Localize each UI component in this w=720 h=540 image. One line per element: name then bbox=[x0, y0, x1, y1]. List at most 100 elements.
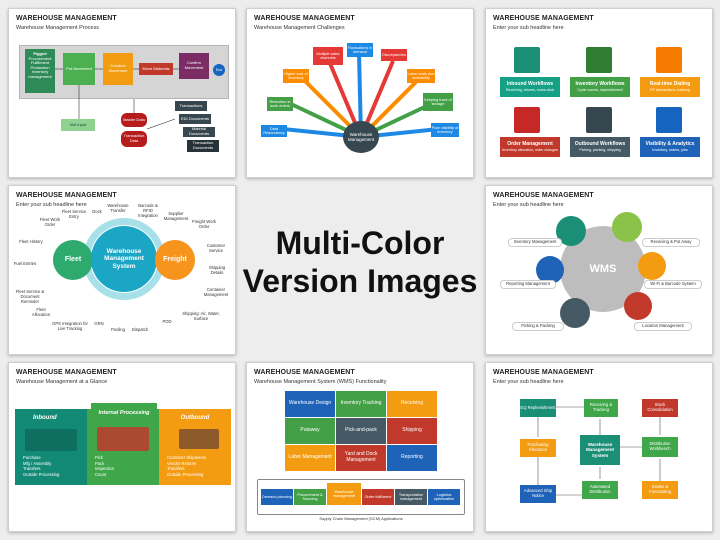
challenge-box: Discrepancies bbox=[381, 49, 407, 61]
thumbnail-wms-wheel[interactable]: WAREHOUSE MANAGEMENT Enter your sub head… bbox=[485, 185, 713, 355]
inventory-icon bbox=[586, 47, 612, 73]
ring-label: Fuel Entries bbox=[13, 261, 37, 266]
ring-label: Shipping: Air, Water, Surface bbox=[182, 311, 220, 321]
card-desc: Inventory allocation, order changes bbox=[502, 147, 558, 152]
thumb-subtitle: Enter your sub headline here bbox=[493, 202, 564, 208]
scm-caption: Supply Chain Management (SCM) Applicatio… bbox=[319, 516, 403, 521]
truck-illustration bbox=[179, 429, 219, 449]
wms-item: Reporting Management bbox=[500, 280, 556, 289]
wms-item: Location Management bbox=[634, 322, 692, 331]
barcode-photo bbox=[638, 252, 666, 280]
wms-item: Receiving & Put Away bbox=[642, 238, 700, 247]
card-desc: Cycle counts, replenishment bbox=[577, 87, 623, 92]
banner-internal: Internal Processing bbox=[91, 403, 157, 423]
ring-label: Dock bbox=[92, 209, 102, 214]
scm-app: Transportation management bbox=[395, 489, 427, 505]
ring-label: GRN bbox=[94, 321, 104, 326]
freight-circle: Freight bbox=[155, 240, 195, 280]
challenge-box: Keeping track of storage bbox=[423, 93, 453, 111]
thumb-subtitle: Enter your sub headline here bbox=[16, 202, 87, 208]
ring-label: GPS Integration for Live Tracking bbox=[52, 321, 88, 331]
flow-node: Kiosks & Forecasting bbox=[642, 481, 678, 499]
analytics-icon bbox=[656, 107, 682, 133]
process-step: Pigged Procurement Fulfillment Productio… bbox=[25, 49, 55, 93]
ring-label: POD bbox=[162, 319, 172, 324]
process-step: Move Materials bbox=[139, 63, 173, 75]
ring-label: Dispatch bbox=[131, 327, 149, 332]
receiving-photo bbox=[612, 212, 642, 242]
internal-list: Pick Pack Inspection Count bbox=[95, 455, 114, 478]
database-master: Master Data bbox=[121, 113, 147, 127]
process-end: End bbox=[213, 64, 225, 76]
card-label: Visibility & Analytics bbox=[645, 141, 695, 148]
thumbnail-challenges[interactable]: WAREHOUSE MANAGEMENT Warehouse Managemen… bbox=[246, 8, 474, 178]
flow-node: Stock Consolidation bbox=[642, 399, 678, 417]
grid-cell: Inventory Tracking bbox=[336, 391, 386, 417]
step-bullet: Production bbox=[30, 64, 50, 70]
thumb-title: WAREHOUSE MANAGEMENT bbox=[254, 369, 355, 376]
thumb-subtitle: Warehouse Management System (WMS) Functi… bbox=[254, 379, 387, 385]
ring-label: Barcode & RFID Integration bbox=[138, 203, 158, 218]
card-label: Inventory Workflows bbox=[575, 81, 625, 88]
thumb-title: WAREHOUSE MANAGEMENT bbox=[16, 15, 117, 22]
fleet-circle: Fleet bbox=[53, 240, 93, 280]
card-desc: Inventory, orders, jobs bbox=[652, 147, 688, 152]
truck-icon bbox=[586, 107, 612, 133]
card-label: Real-time Dialing bbox=[649, 81, 691, 88]
card-visibility: Visibility & Analytics Inventory, orders… bbox=[640, 137, 700, 157]
crates-illustration bbox=[97, 427, 149, 451]
list-item: Outside Processing bbox=[23, 472, 60, 478]
thumbnail-process[interactable]: WAREHOUSE MANAGEMENT Warehouse Managemen… bbox=[8, 8, 236, 178]
thumb-subtitle: Warehouse Management Challenges bbox=[254, 25, 345, 31]
thumb-title: WAREHOUSE MANAGEMENT bbox=[493, 15, 594, 22]
thumbnail-at-a-glance[interactable]: WAREHOUSE MANAGEMENT Warehouse Managemen… bbox=[8, 362, 236, 532]
thumb-title: WAREHOUSE MANAGEMENT bbox=[493, 369, 594, 376]
wms-item: Inventory Management bbox=[508, 238, 562, 247]
list-item: Pack bbox=[95, 460, 105, 466]
ring-label: Fleet Service & Document Reminder bbox=[15, 289, 45, 304]
banner-inbound: Inbound bbox=[15, 411, 87, 425]
grid-cell: Receiving bbox=[387, 391, 437, 417]
card-desc: Picking, packing, shipping bbox=[579, 147, 621, 152]
card-desc: RF transactions, tracking bbox=[650, 87, 690, 92]
thumbnail-flow-network[interactable]: WAREHOUSE MANAGEMENT Enter your sub head… bbox=[485, 362, 713, 532]
challenge-box: Poor visibility of inventory bbox=[431, 123, 459, 137]
document-stack: Transaction Documents bbox=[187, 140, 219, 152]
card-desc: Receiving, returns, cross-dock bbox=[505, 87, 555, 92]
wms-item: Picking & Packing bbox=[512, 322, 564, 331]
wms-circle: Warehouse Management System bbox=[91, 226, 157, 292]
thumbnail-fleet-freight[interactable]: WAREHOUSE MANAGEMENT Enter your sub head… bbox=[8, 185, 236, 355]
flow-node: Distribution Workbench bbox=[642, 437, 678, 457]
grid-cell: Yard and Dock Management bbox=[336, 445, 386, 471]
scm-app: Logistics optimization bbox=[428, 489, 460, 505]
thumb-title: WAREHOUSE MANAGEMENT bbox=[16, 192, 117, 199]
process-connectors bbox=[55, 68, 179, 130]
heading-line-2: Version Images bbox=[242, 262, 478, 299]
card-label: Outbound Workflows bbox=[574, 141, 626, 148]
flow-node: Purchasing Allocation bbox=[520, 439, 556, 457]
thumbnail-functionality[interactable]: WAREHOUSE MANAGEMENT Warehouse Managemen… bbox=[246, 362, 474, 532]
realtime-icon bbox=[656, 47, 682, 73]
radial-center: Warehouse Management bbox=[343, 121, 379, 153]
document-stack: Material Documents bbox=[183, 127, 215, 137]
ring-label: Fleet Allocation bbox=[31, 307, 51, 317]
scm-app: Procurement & Sourcing bbox=[294, 489, 326, 505]
order-icon bbox=[514, 107, 540, 133]
ring-label: Customer Service bbox=[206, 243, 226, 253]
list-item: Mfg / Assembly bbox=[23, 460, 52, 466]
process-step: Conduct Movement bbox=[103, 53, 133, 85]
ring-label: Fleet Work Order bbox=[39, 217, 61, 227]
outbound-list: Customer Shipments Vendor Returns Transf… bbox=[167, 455, 206, 478]
gallery-heading: Multi-Color Version Images bbox=[240, 225, 480, 301]
document-stack: EDI Documents bbox=[179, 114, 211, 124]
thumbnail-workflow-cards[interactable]: WAREHOUSE MANAGEMENT Enter your sub head… bbox=[485, 8, 713, 178]
challenge-box: Higher cost of inventory bbox=[283, 69, 309, 83]
ring-label: Fleet Service Entry bbox=[61, 209, 87, 219]
grid-cell: Shipping bbox=[387, 418, 437, 444]
step-bullet: Inventory management bbox=[28, 69, 52, 79]
scm-bracket bbox=[257, 479, 465, 515]
grid-cell: Pick-and-pack bbox=[336, 418, 386, 444]
ring-label: Pooling bbox=[111, 327, 125, 332]
thumb-subtitle: Enter your sub headline here bbox=[493, 379, 564, 385]
grid-cell: Warehouse Design bbox=[285, 391, 335, 417]
